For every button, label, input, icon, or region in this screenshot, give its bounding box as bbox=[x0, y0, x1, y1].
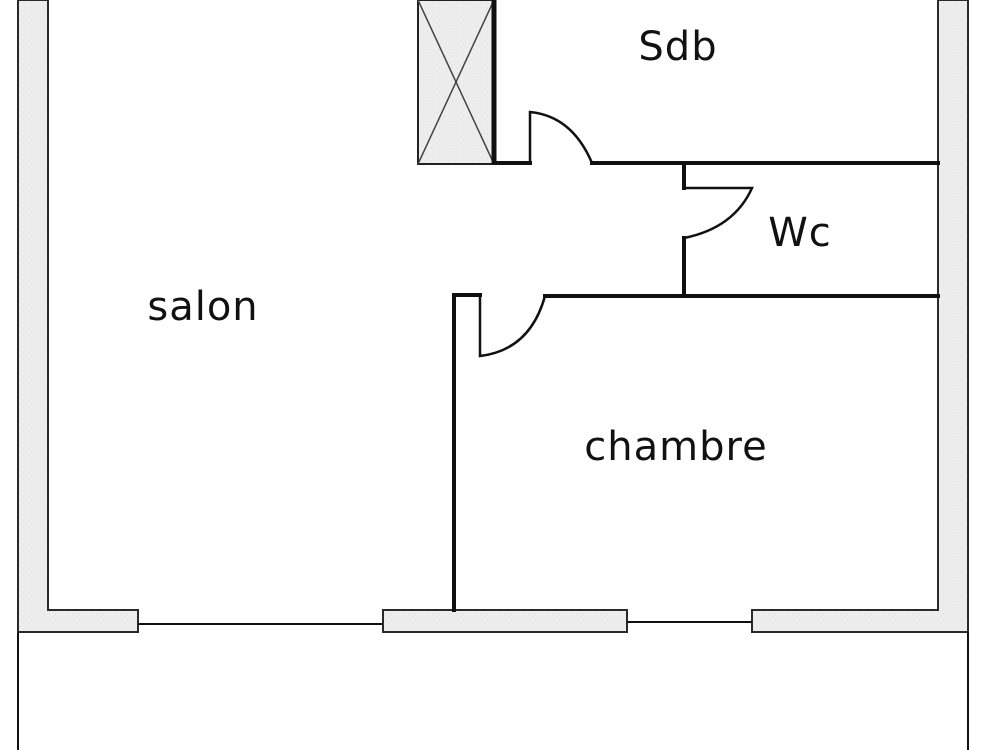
balcony-outline bbox=[17, 632, 969, 750]
right-wall bbox=[751, 0, 969, 633]
interior-walls bbox=[452, 161, 940, 612]
ventilation-shaft bbox=[417, 0, 497, 165]
room-label-sdb: Sdb bbox=[638, 24, 718, 70]
bottom-wall-middle bbox=[382, 609, 628, 633]
room-label-wc: Wc bbox=[768, 210, 832, 256]
doors bbox=[478, 110, 754, 358]
room-label-chambre: chambre bbox=[584, 424, 768, 470]
chambre-door bbox=[478, 295, 547, 358]
sdb-door bbox=[528, 110, 594, 164]
room-label-salon: salon bbox=[147, 284, 259, 330]
windows bbox=[138, 621, 752, 625]
left-wall bbox=[17, 0, 139, 633]
wc-door bbox=[683, 186, 754, 240]
